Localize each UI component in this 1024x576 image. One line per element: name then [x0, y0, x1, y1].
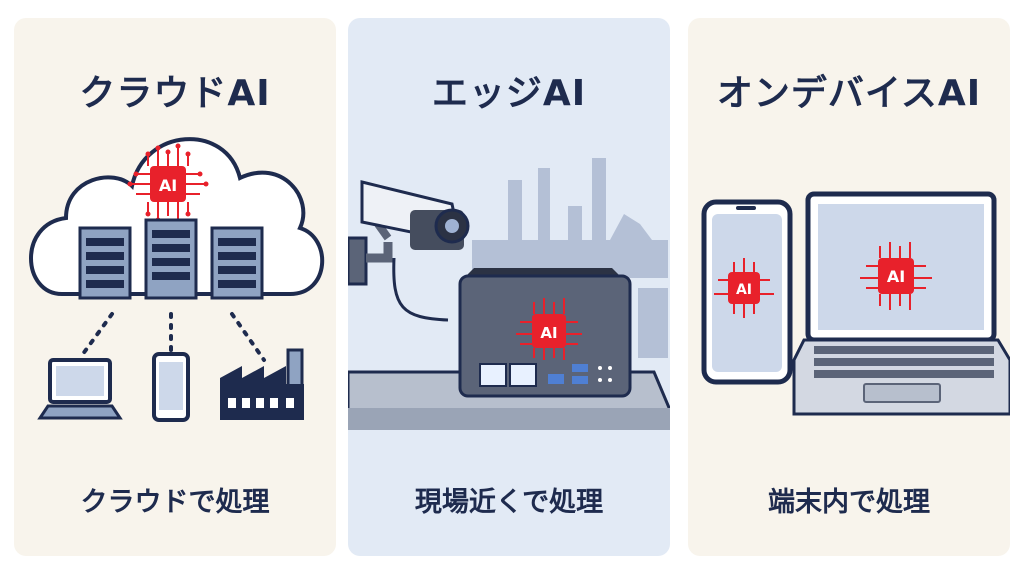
ai-chip-icon: AI — [714, 258, 774, 318]
cloud-ai-panel: クラウドAI AI — [14, 18, 336, 556]
on-device-ai-caption: 端末内で処理 — [768, 487, 930, 518]
laptop-icon — [37, 358, 123, 420]
cloud-ai-title: クラウドAI — [79, 73, 271, 114]
chip-label: AI — [736, 282, 752, 298]
ai-chip-icon: AI — [127, 143, 209, 223]
security-camera-icon — [348, 180, 470, 322]
smartphone-icon — [152, 352, 190, 422]
factory-silhouette — [472, 158, 668, 358]
ai-chip-icon: AI — [516, 298, 582, 360]
edge-ai-panel: エッジAI — [348, 18, 670, 556]
chip-label: AI — [159, 176, 177, 195]
laptop-icon — [792, 191, 1010, 416]
edge-ai-caption: 現場近くで処理 — [414, 487, 604, 518]
on-device-ai-illustration: AI AI — [701, 191, 1010, 416]
on-device-ai-title: オンデバイスAI — [716, 73, 982, 114]
connection-lines — [78, 312, 266, 362]
cloud-ai-caption: クラウドで処理 — [80, 487, 270, 518]
server-icon — [78, 218, 264, 300]
factory-icon — [220, 348, 304, 420]
ai-chip-icon: AI — [860, 242, 932, 310]
chip-label: AI — [540, 324, 557, 342]
on-device-ai-panel: オンデバイスAI AI — [688, 18, 1010, 556]
edge-ai-illustration: AI — [348, 158, 670, 430]
edge-ai-title: エッジAI — [431, 73, 587, 114]
cloud-ai-illustration: AI — [29, 137, 325, 422]
chip-label: AI — [887, 267, 905, 286]
